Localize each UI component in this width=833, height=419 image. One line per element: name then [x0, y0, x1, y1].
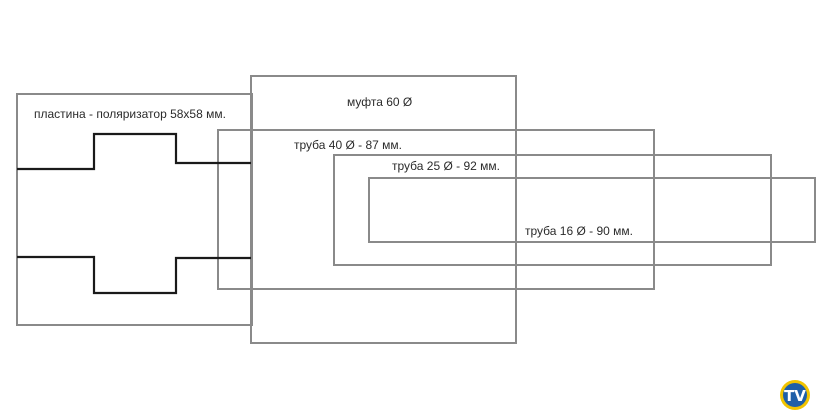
pipe16-outline: [368, 177, 816, 243]
pipe25-outline: [333, 154, 772, 266]
tv-logo-text: TV: [784, 387, 806, 405]
polarizer-lower-line: [17, 255, 251, 295]
pipe16-label: труба 16 Ø - 90 мм.: [525, 224, 633, 238]
plate-label: пластина - поляризатор 58x58 мм.: [34, 107, 226, 121]
tv-logo: TV: [780, 380, 810, 410]
coupling-outline: [250, 75, 517, 344]
coupling-label: муфта 60 Ø: [347, 95, 412, 109]
pipe25-label: труба 25 Ø - 92 мм.: [392, 159, 500, 173]
pipe40-outline: [217, 129, 655, 290]
polarizer-upper-line: [17, 132, 251, 171]
plate-outline: [16, 93, 253, 326]
tv-logo-disc: [783, 383, 807, 407]
pipe40-label: труба 40 Ø - 87 мм.: [294, 138, 402, 152]
